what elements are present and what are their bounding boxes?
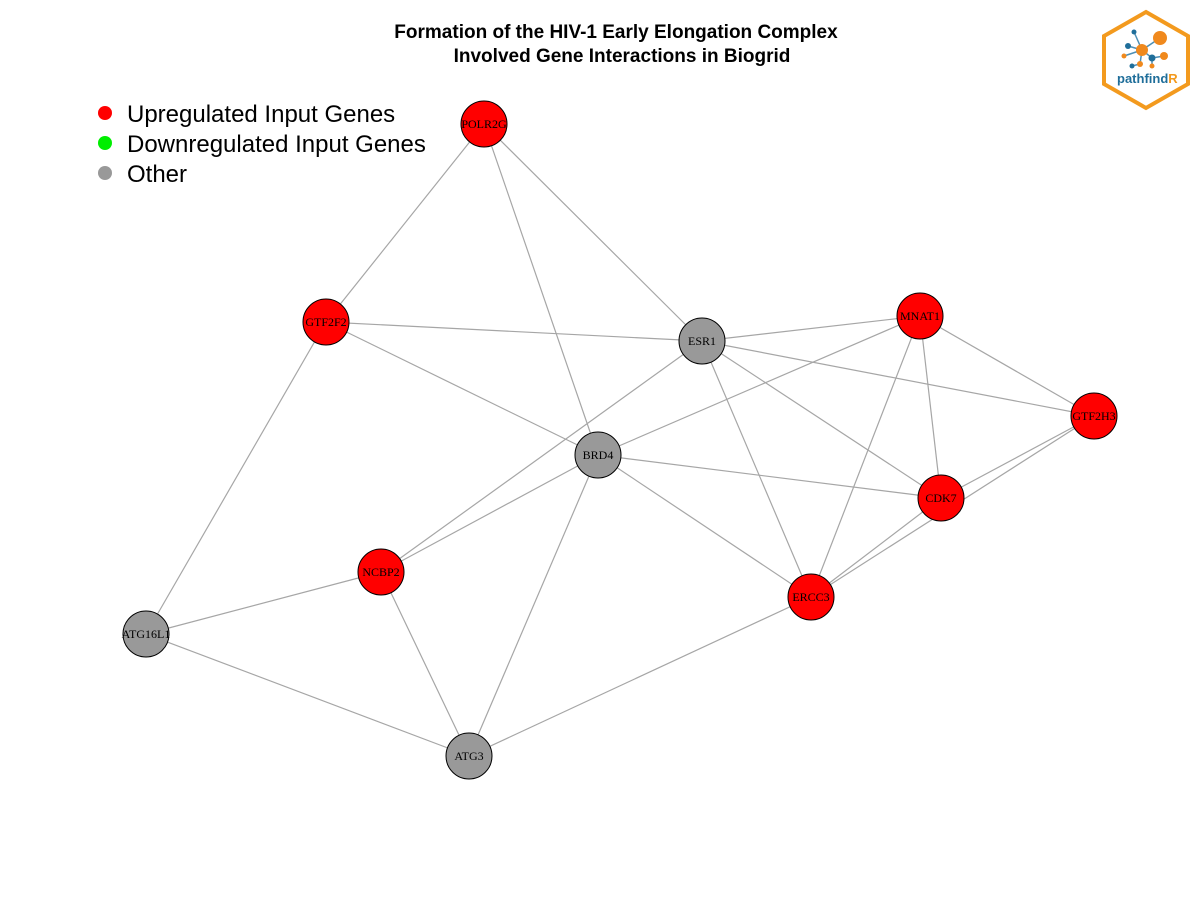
node-gtf2f2[interactable]: GTF2F2	[302, 298, 350, 346]
edge-brd4-ercc3	[597, 454, 812, 598]
legend-label-other: Other	[127, 161, 187, 188]
logo-network-icon	[1121, 29, 1168, 69]
edge-polr2g-esr1	[483, 123, 703, 342]
node-label-mnat1: MNAT1	[900, 309, 940, 323]
legend: Upregulated Input Genes Downregulated In…	[98, 101, 426, 188]
node-circle-ncbp2[interactable]	[357, 548, 405, 596]
node-label-gtf2h3: GTF2H3	[1072, 409, 1115, 423]
edge-ncbp2-atg3	[380, 571, 470, 757]
edge-brd4-cdk7	[597, 454, 942, 499]
node-circle-gtf2f2[interactable]	[302, 298, 350, 346]
edge-esr1-cdk7	[701, 340, 942, 499]
node-cdk7[interactable]: CDK7	[917, 474, 965, 522]
legend-label-upregulated: Upregulated Input Genes	[127, 101, 395, 128]
legend-label-downregulated: Downregulated Input Genes	[127, 131, 426, 158]
node-gtf2h3[interactable]: GTF2H3	[1070, 392, 1118, 440]
node-esr1[interactable]: ESR1	[678, 317, 726, 365]
node-label-esr1: ESR1	[688, 334, 716, 348]
node-atg16l1[interactable]: ATG16L1	[122, 610, 171, 658]
node-circle-esr1[interactable]	[678, 317, 726, 365]
node-circle-gtf2h3[interactable]	[1070, 392, 1118, 440]
edge-gtf2f2-atg16l1	[145, 321, 327, 635]
node-circle-atg16l1[interactable]	[122, 610, 170, 658]
logo-text-main: pathfind	[1117, 71, 1168, 86]
node-polr2g[interactable]: POLR2G	[460, 100, 508, 148]
pathfindr-logo: pathfindR	[1102, 9, 1190, 111]
node-circle-ercc3[interactable]	[787, 573, 835, 621]
node-label-cdk7: CDK7	[925, 491, 956, 505]
logo-text-accent: R	[1168, 71, 1178, 86]
edge-esr1-ncbp2	[380, 340, 703, 573]
node-circle-mnat1[interactable]	[896, 292, 944, 340]
edge-esr1-gtf2h3	[701, 340, 1095, 417]
legend-marker-upregulated	[98, 106, 112, 120]
node-label-gtf2f2: GTF2F2	[305, 315, 346, 329]
legend-marker-downregulated	[98, 136, 112, 150]
edge-gtf2f2-brd4	[325, 321, 599, 456]
logo-text: pathfindR	[1117, 71, 1178, 86]
node-label-ercc3: ERCC3	[792, 590, 829, 604]
chart-title-line2: Involved Gene Interactions in Biogrid	[454, 46, 791, 67]
node-circle-cdk7[interactable]	[917, 474, 965, 522]
node-label-polr2g: POLR2G	[461, 117, 507, 131]
edge-ncbp2-atg16l1	[145, 571, 382, 635]
node-ncbp2[interactable]: NCBP2	[357, 548, 405, 596]
edge-esr1-ercc3	[701, 340, 812, 598]
edge-polr2g-brd4	[483, 123, 599, 456]
node-circle-brd4[interactable]	[574, 431, 622, 479]
logo-hexagon	[1102, 9, 1190, 111]
edges-layer	[145, 123, 1095, 757]
edge-mnat1-gtf2h3	[919, 315, 1095, 417]
edge-mnat1-ercc3	[810, 315, 921, 598]
legend-marker-other	[98, 166, 112, 180]
legend-item-other: Other	[98, 161, 187, 188]
node-ercc3[interactable]: ERCC3	[787, 573, 835, 621]
legend-item-upregulated: Upregulated Input Genes	[98, 101, 395, 128]
node-label-ncbp2: NCBP2	[362, 565, 399, 579]
edge-esr1-mnat1	[701, 315, 921, 342]
node-label-brd4: BRD4	[583, 448, 614, 462]
node-label-atg16l1: ATG16L1	[122, 627, 171, 641]
edge-gtf2f2-esr1	[325, 321, 703, 342]
legend-item-downregulated: Downregulated Input Genes	[98, 131, 426, 158]
edge-brd4-atg3	[468, 454, 599, 757]
node-circle-polr2g[interactable]	[460, 100, 508, 148]
node-atg3[interactable]: ATG3	[445, 732, 493, 780]
edge-polr2g-gtf2f2	[325, 123, 485, 323]
edge-mnat1-brd4	[597, 315, 921, 456]
edge-atg16l1-atg3	[145, 633, 470, 757]
node-circle-atg3[interactable]	[445, 732, 493, 780]
chart-title-line1: Formation of the HIV-1 Early Elongation …	[394, 22, 838, 43]
edge-gtf2h3-cdk7	[940, 415, 1095, 499]
node-label-atg3: ATG3	[454, 749, 483, 763]
edge-ercc3-atg3	[468, 596, 812, 757]
edge-cdk7-ercc3	[810, 497, 942, 598]
node-brd4[interactable]: BRD4	[574, 431, 622, 479]
edge-brd4-ncbp2	[380, 454, 599, 573]
edge-mnat1-cdk7	[919, 315, 942, 499]
node-mnat1[interactable]: MNAT1	[896, 292, 944, 340]
